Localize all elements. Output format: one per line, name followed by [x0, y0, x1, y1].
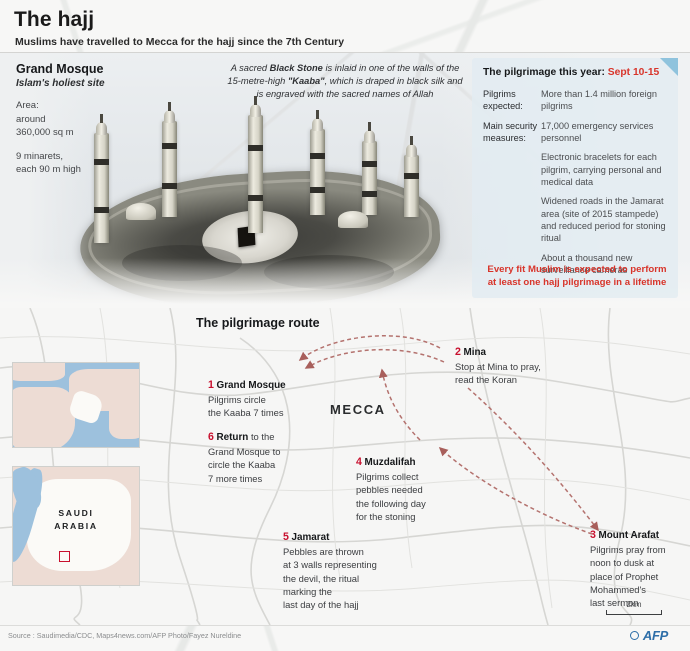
route-step-1: 1 Grand Mosque Pilgrims circle the Kaaba… — [208, 378, 328, 420]
caption-part-2: is inlaid in one of the walls of the 15-… — [227, 63, 460, 87]
step-desc: Pebbles are thrown at 3 walls representi… — [283, 546, 377, 611]
grand-mosque-minarets: 9 minarets, each 90 m high — [16, 150, 81, 176]
panel-heading: The pilgrimage this year: Sept 10-15 — [483, 67, 659, 78]
afp-logo-text: AFP — [642, 628, 668, 643]
saudi-arabia-locator-map: SAUDI ARABIA — [12, 466, 140, 586]
scale-bar-line — [606, 610, 662, 615]
minaret-icon — [94, 114, 109, 243]
minaret-icon — [310, 110, 325, 215]
caption-bold-black-stone: Black Stone — [269, 63, 323, 73]
dome-icon — [338, 211, 368, 228]
panel-rows: Pilgrims expected: More than 1.4 million… — [483, 88, 671, 276]
row-value: 17,000 emergency services personnel — [541, 120, 654, 143]
security-measure-item: Widened roads in the Jamarat area (site … — [541, 196, 666, 244]
row-value: More than 1.4 million foreign pilgrims — [541, 89, 657, 112]
caption-part-1: A sacred — [230, 63, 270, 73]
step-number: 3 — [590, 529, 596, 541]
step-name: Return — [216, 432, 249, 443]
footer-divider — [0, 625, 690, 626]
scale-bar: 2km — [606, 600, 662, 615]
route-step-2: 2 Mina Stop at Mina to pray, read the Ko… — [455, 345, 585, 387]
step-name: Muzdalifah — [364, 457, 416, 468]
pilgrimage-info-panel: The pilgrimage this year: Sept 10-15 Pil… — [472, 58, 678, 298]
step-name: Mount Arafat — [598, 530, 660, 541]
scale-label: 2km — [626, 600, 642, 609]
route-step-3: 3 Mount Arafat Pilgrims pray from noon t… — [590, 528, 686, 610]
row-label: Main security measures: — [483, 120, 538, 143]
caption-part-3: , which is draped in black silk and is e… — [256, 76, 463, 100]
step-desc: Pilgrims pray from noon to dusk at place… — [590, 544, 666, 609]
step-desc: Stop at Mina to pray, read the Koran — [455, 361, 541, 386]
step-number: 1 — [208, 379, 214, 391]
minaret-icon — [362, 122, 377, 215]
grand-mosque-subtitle: Islam's holiest site — [16, 78, 105, 90]
country-map-label: SAUDI ARABIA — [54, 508, 98, 531]
step-desc: to the Grand Mosque to circle the Kaaba … — [208, 431, 281, 484]
route-step-4: 4 Muzdalifah Pilgrims collect pebbles ne… — [356, 455, 468, 523]
saudi-arabia-shape — [27, 479, 131, 571]
landmass-india — [109, 403, 139, 439]
step-name: Mina — [463, 347, 487, 358]
page-subtitle: Muslims have travelled to Mecca for the … — [15, 36, 345, 48]
dome-icon — [126, 203, 156, 220]
panel-dates: Sept 10-15 — [607, 67, 660, 78]
step-number: 4 — [356, 456, 362, 468]
header: The hajj Muslims have travelled to Mecca… — [0, 0, 690, 52]
step-number: 2 — [455, 346, 461, 358]
grand-mosque-area: Area: around 360,000 sq m — [16, 100, 74, 139]
step-number: 5 — [283, 531, 289, 543]
header-divider — [0, 52, 690, 53]
security-measure-item: About a thousand new surveillance camera… — [541, 252, 633, 275]
grand-mosque-info: Grand Mosque Islam's holiest site Area: … — [16, 62, 114, 177]
minaret-icon — [162, 102, 177, 217]
mecca-city-label: MECCA — [330, 402, 386, 417]
source-credit: Source : Saudimedia/CDC, Maps4news.com/A… — [8, 631, 242, 640]
step-number: 6 — [208, 431, 214, 443]
route-step-5: 5 Jamarat Pebbles are thrown at 3 walls … — [283, 530, 413, 612]
route-title: The pilgrimage route — [196, 316, 320, 330]
step-name: Grand Mosque — [216, 380, 286, 391]
step-name: Jamarat — [291, 532, 330, 543]
afp-logo: AFP — [629, 628, 668, 643]
step-desc: Pilgrims collect pebbles needed the foll… — [356, 471, 426, 523]
page-title: The hajj — [14, 8, 95, 31]
minaret-icon — [404, 136, 419, 217]
grand-mosque-title: Grand Mosque — [16, 62, 104, 76]
landmass-europe — [13, 363, 65, 381]
panel-corner-accent — [660, 58, 678, 76]
landmass-africa — [13, 387, 75, 447]
region-locator-map — [12, 362, 140, 448]
mecca-locator-box — [59, 551, 70, 562]
panel-row: Main security measures: 17,000 emergency… — [483, 120, 671, 145]
security-measure-item: Electronic bracelets for each pilgrim, c… — [541, 152, 662, 187]
panel-heading-text: The pilgrimage this year: — [483, 67, 605, 78]
panel-row: Pilgrims expected: More than 1.4 million… — [483, 88, 671, 113]
black-stone-caption: A sacred Black Stone is inlaid in one of… — [225, 62, 465, 102]
minaret-icon — [248, 96, 263, 233]
caption-bold-kaaba: "Kaaba" — [287, 76, 325, 87]
step-desc: Pilgrims circle the Kaaba 7 times — [208, 394, 284, 419]
row-label: Pilgrims expected: — [483, 89, 523, 112]
afp-ring-icon — [629, 631, 639, 640]
route-step-6: 6 Return to the Grand Mosque to circle t… — [208, 430, 326, 485]
panel-red-note: Every fit Muslim is expected to perform … — [487, 263, 667, 288]
